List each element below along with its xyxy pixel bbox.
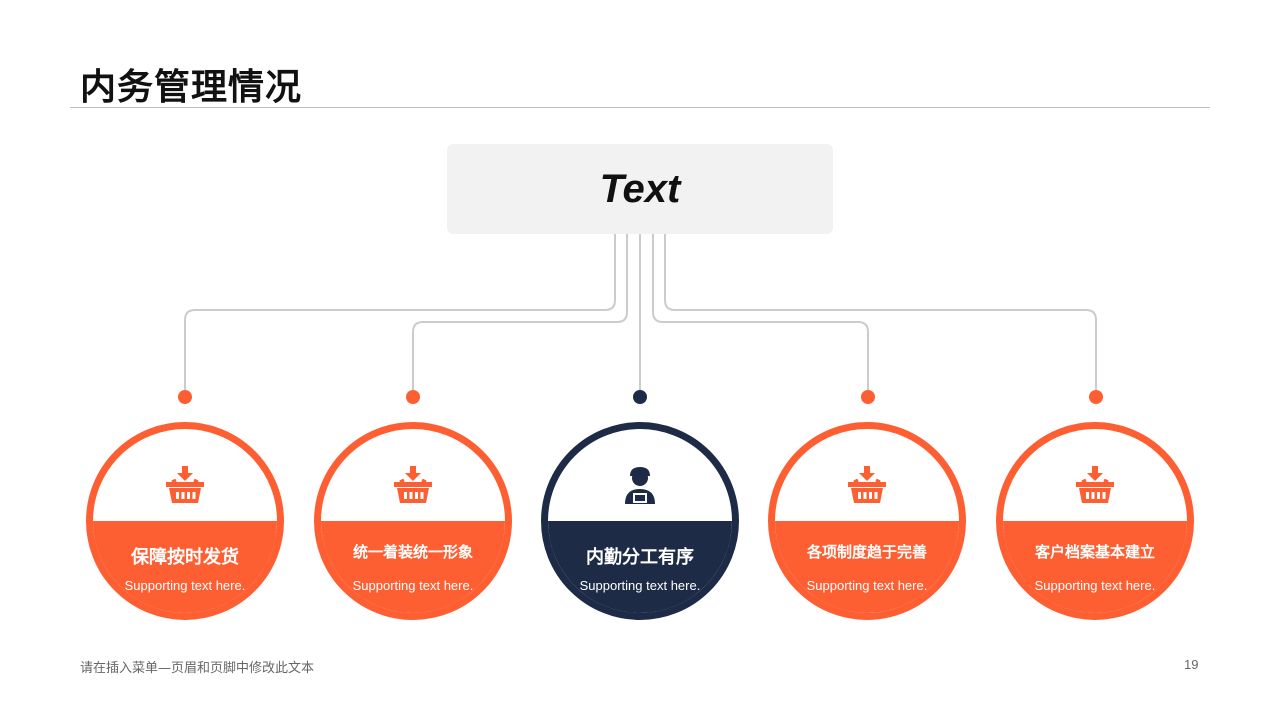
shopping-basket-icon — [1076, 466, 1114, 503]
shopping-basket-icon — [394, 466, 432, 503]
page-title: 内务管理情况 — [80, 67, 303, 108]
connector-dot-2 — [406, 390, 420, 404]
node-1-label: 保障按时发货 — [131, 547, 239, 568]
worker-at-laptop-icon — [625, 467, 655, 504]
node-4-label: 各项制度趋于完善 — [806, 543, 927, 561]
title-divider — [70, 107, 1210, 108]
connector-dot-4 — [861, 390, 875, 404]
node-3-label: 内勤分工有序 — [586, 547, 694, 568]
connector-4 — [652, 234, 869, 390]
node-4-subtext: Supporting text here. — [806, 578, 928, 593]
node-2-label: 统一着装统一形象 — [352, 543, 473, 561]
connector-1 — [184, 234, 616, 390]
shopping-basket-icon — [848, 466, 886, 503]
node-1: 保障按时发货 Supporting text here. — [86, 422, 284, 620]
top-node-label: Text — [599, 166, 681, 211]
node-5-label: 客户档案基本建立 — [1034, 543, 1155, 561]
shopping-basket-icon — [166, 466, 204, 503]
page-number: 19 — [1184, 657, 1199, 672]
connector-dot-3 — [633, 390, 647, 404]
footer-text: 请在插入菜单—页眉和页脚中修改此文本 — [80, 661, 315, 676]
connector-2 — [412, 234, 628, 390]
node-5: 客户档案基本建立 Supporting text here. — [996, 422, 1194, 620]
node-3-subtext: Supporting text here. — [579, 578, 701, 593]
node-5-subtext: Supporting text here. — [1034, 578, 1156, 593]
node-1-subtext: Supporting text here. — [124, 578, 246, 593]
top-node-box: Text — [447, 144, 833, 234]
node-3: 内勤分工有序 Supporting text here. — [541, 422, 739, 620]
node-2: 统一着装统一形象 Supporting text here. — [314, 422, 512, 620]
node-2-subtext: Supporting text here. — [352, 578, 474, 593]
connector-5 — [664, 234, 1097, 390]
node-4: 各项制度趋于完善 Supporting text here. — [768, 422, 966, 620]
connector-dot-5 — [1089, 390, 1103, 404]
connector-dot-1 — [178, 390, 192, 404]
